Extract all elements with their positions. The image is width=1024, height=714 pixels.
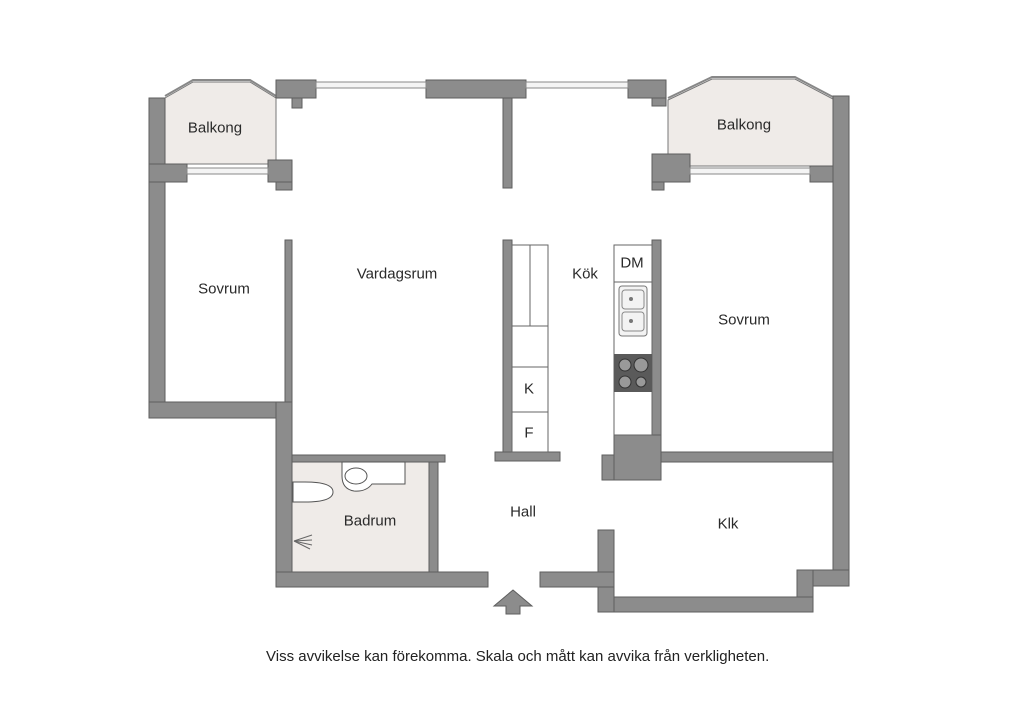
dishwasher-label: DM: [620, 254, 644, 272]
shower-icon: [293, 534, 313, 550]
kitchen-sink-icon: [618, 285, 648, 337]
entrance-arrow-icon: [492, 589, 534, 615]
room-label-badrum: Badrum: [343, 512, 397, 530]
room-label-klk: Klk: [717, 515, 739, 533]
room-label-vardagsrum: Vardagsrum: [356, 265, 438, 283]
room-label-kok: Kök: [572, 265, 598, 283]
kitchen-cabinets-left: [511, 244, 549, 453]
room-label-sovrum-left: Sovrum: [198, 280, 250, 298]
room-label-hall: Hall: [510, 503, 536, 521]
freezer-label: F: [524, 424, 534, 442]
room-label-sovrum-right: Sovrum: [718, 311, 770, 329]
bathroom-fixtures: [292, 461, 406, 550]
toilet-icon: [292, 481, 334, 503]
walls: [148, 79, 850, 613]
windows: [186, 81, 811, 175]
fridge-label: K: [523, 380, 535, 398]
disclaimer-text: Viss avvikelse kan förekomma. Skala och …: [266, 648, 770, 665]
kitchen-counter-right: [613, 244, 653, 436]
room-label-balkong-left: Balkong: [187, 119, 243, 137]
room-label-balkong-right: Balkong: [716, 116, 772, 134]
